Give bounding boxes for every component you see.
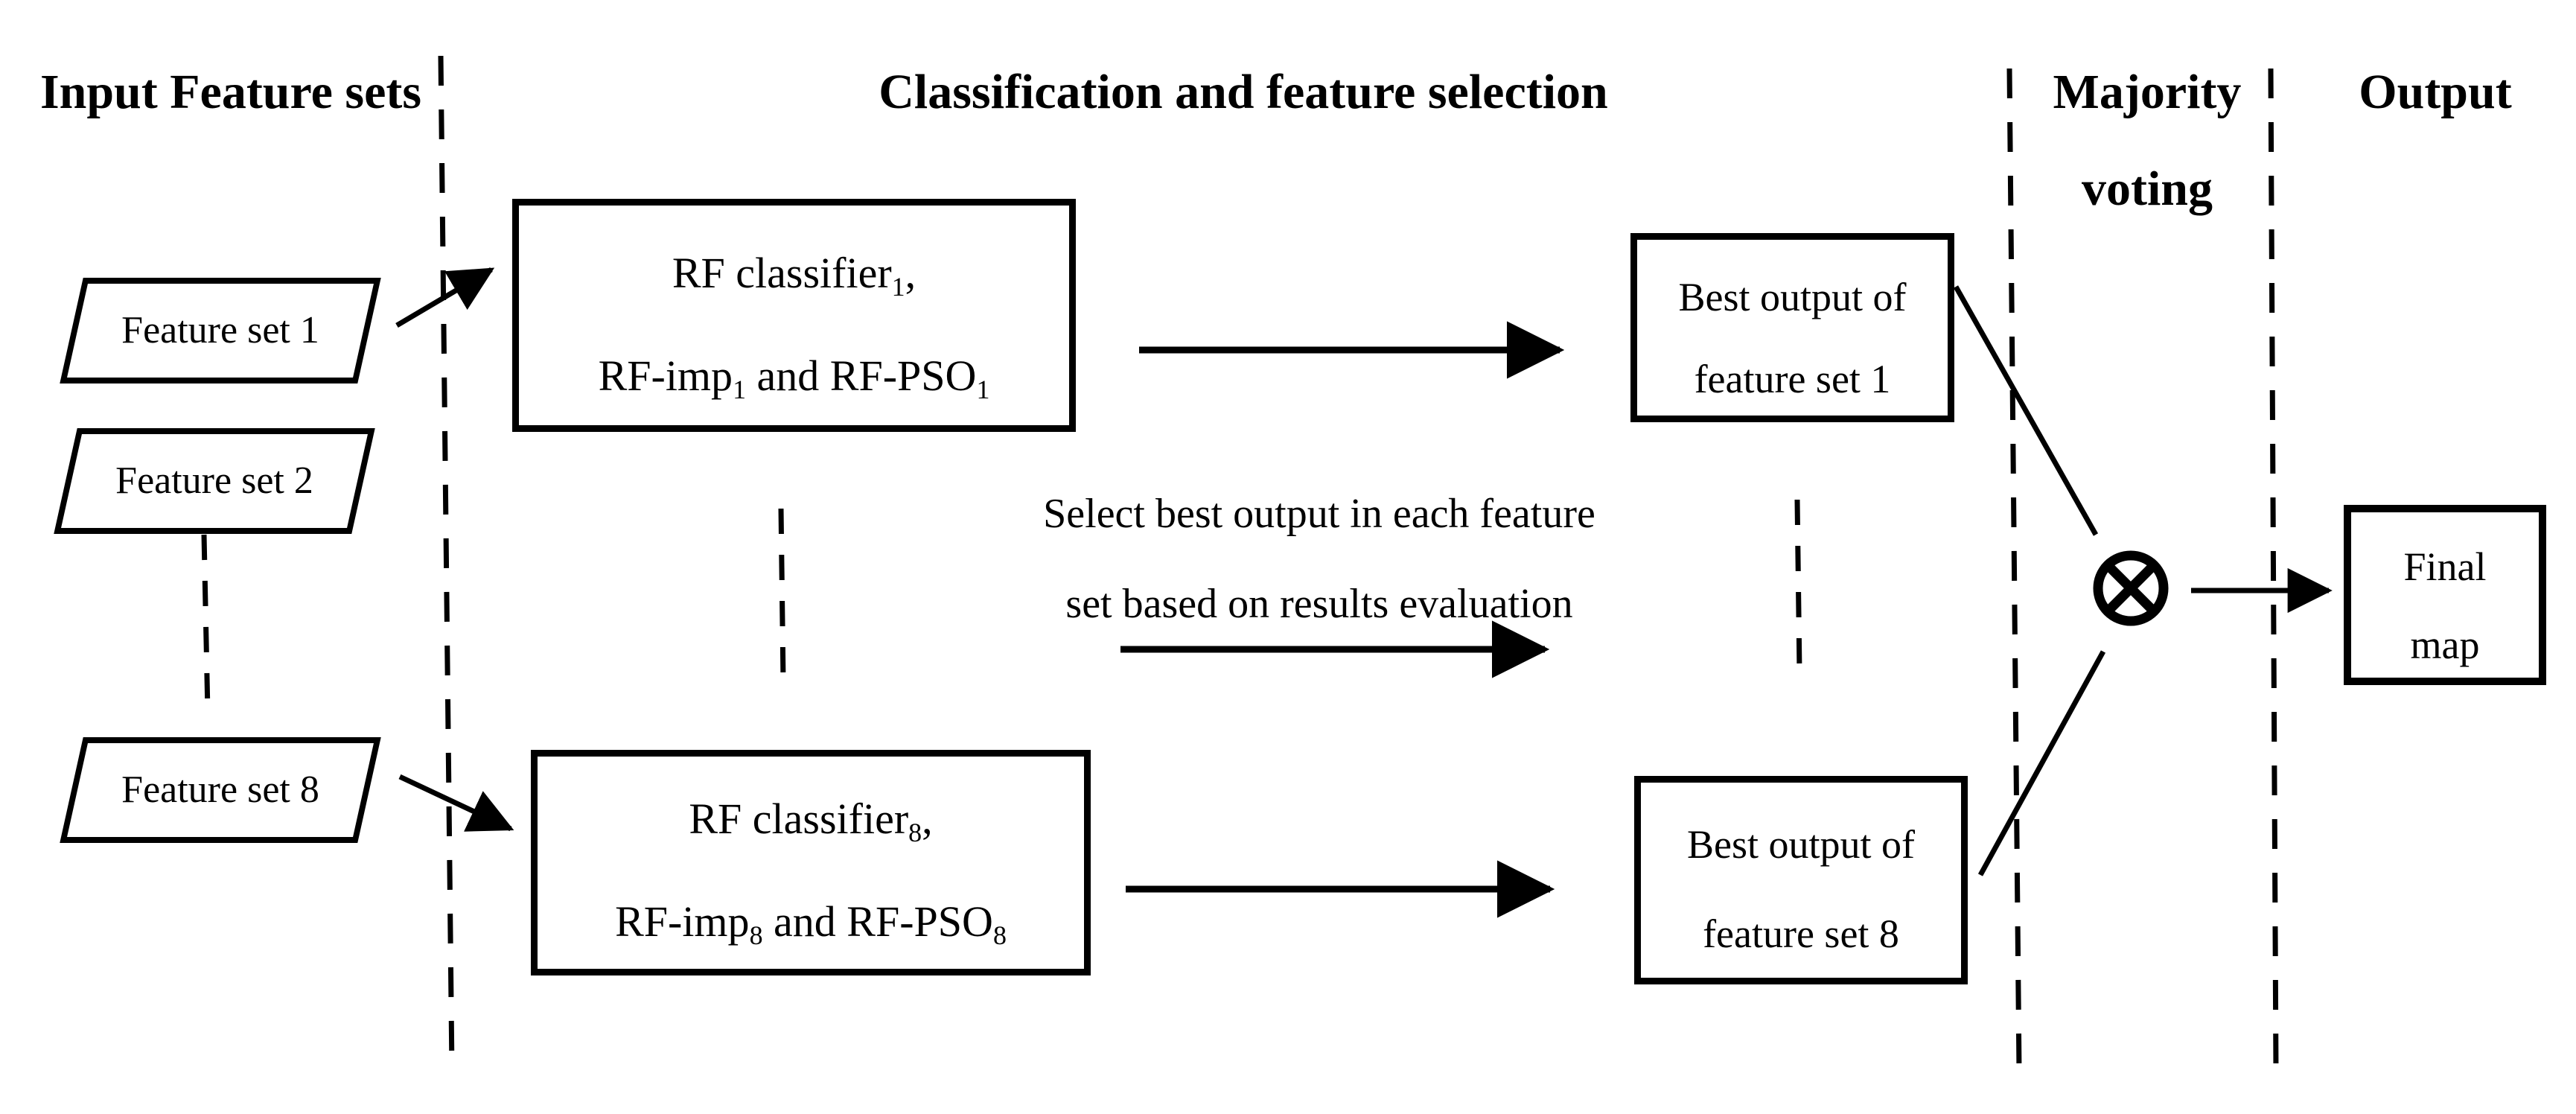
separator-majority-output [2268,68,2279,1072]
multiply-circle-icon [2093,550,2169,626]
best-output-box-8 [1634,776,1968,984]
selection-note-line2: set based on results evaluation [1065,581,1573,627]
best-output-8-line2: feature set 8 [1703,911,1899,956]
header-input-feature-sets: Input Feature sets [39,65,422,119]
final-map-line1: Final [2403,544,2487,589]
arrow-featureset8-to-classifier8 [398,774,514,832]
best-output-1-line2: feature set 1 [1694,357,1891,401]
header-majority-line1: Majority [2053,65,2242,119]
header-classification: Classification and feature selection [879,65,1608,119]
classifier-1-rfimp: RF-imp [598,351,733,400]
classifier-1-rfpso-index: 1 [976,374,990,404]
classifier-8-rfimp: RF-imp [615,897,750,946]
feature-set-8-shape: Feature set 8 [60,737,381,843]
header-majority-line2: voting [2081,162,2213,216]
connector-best1-to-voting [1953,285,2099,536]
separator-input-classification [438,55,455,1072]
separator-classification-majority [2006,68,2022,1072]
best-output-box-1 [1630,233,1954,422]
classifier-box-1-line2: RF-imp1 and RF-PSO1 [512,349,1076,403]
feature-set-2-label: Feature set 2 [115,459,313,502]
selection-note-line1: Select best output in each feature [1043,491,1595,537]
final-map-box [2344,505,2546,685]
ellipsis-best-output-boxes [1794,499,1802,672]
final-map-line2: map [2410,623,2480,667]
classifier-1-rfimp-index: 1 [733,374,747,404]
best-output-1-line1: Best output of [1678,275,1907,319]
arrow-featureset1-to-classifier1 [395,267,495,328]
connector-best8-to-voting [1977,650,2106,876]
ellipsis-feature-sets [201,534,211,713]
classifier-8-rfpso: and RF-PSO [762,897,993,946]
best-output-8-line1: Best output of [1687,822,1915,867]
feature-set-2-shape: Feature set 2 [54,428,375,534]
classifier-8-index: 8 [908,817,922,847]
classifier-1-comma: , [905,249,916,297]
classifier-8-rfimp-index: 8 [749,920,763,950]
classifier-1-rfpso: and RF-PSO [746,351,977,400]
classifier-box-8 [531,750,1091,975]
feature-set-8-label: Feature set 8 [121,768,319,811]
classifier-8-name: RF classifier [689,795,909,843]
classifier-box-8-line1: RF classifier8, [531,792,1091,846]
classifier-box-8-line2: RF-imp8 and RF-PSO8 [531,895,1091,949]
ellipsis-classifier-boxes [778,508,786,682]
classifier-1-name: RF classifier [672,249,892,297]
classifier-1-index: 1 [891,271,905,302]
header-output: Output [2359,65,2512,119]
classifier-8-comma: , [922,795,933,843]
classifier-8-rfpso-index: 8 [992,920,1007,950]
classifier-box-1-line1: RF classifier1, [512,246,1076,300]
feature-set-1-shape: Feature set 1 [60,278,381,383]
classifier-box-1 [512,199,1076,432]
feature-set-1-label: Feature set 1 [121,309,319,351]
